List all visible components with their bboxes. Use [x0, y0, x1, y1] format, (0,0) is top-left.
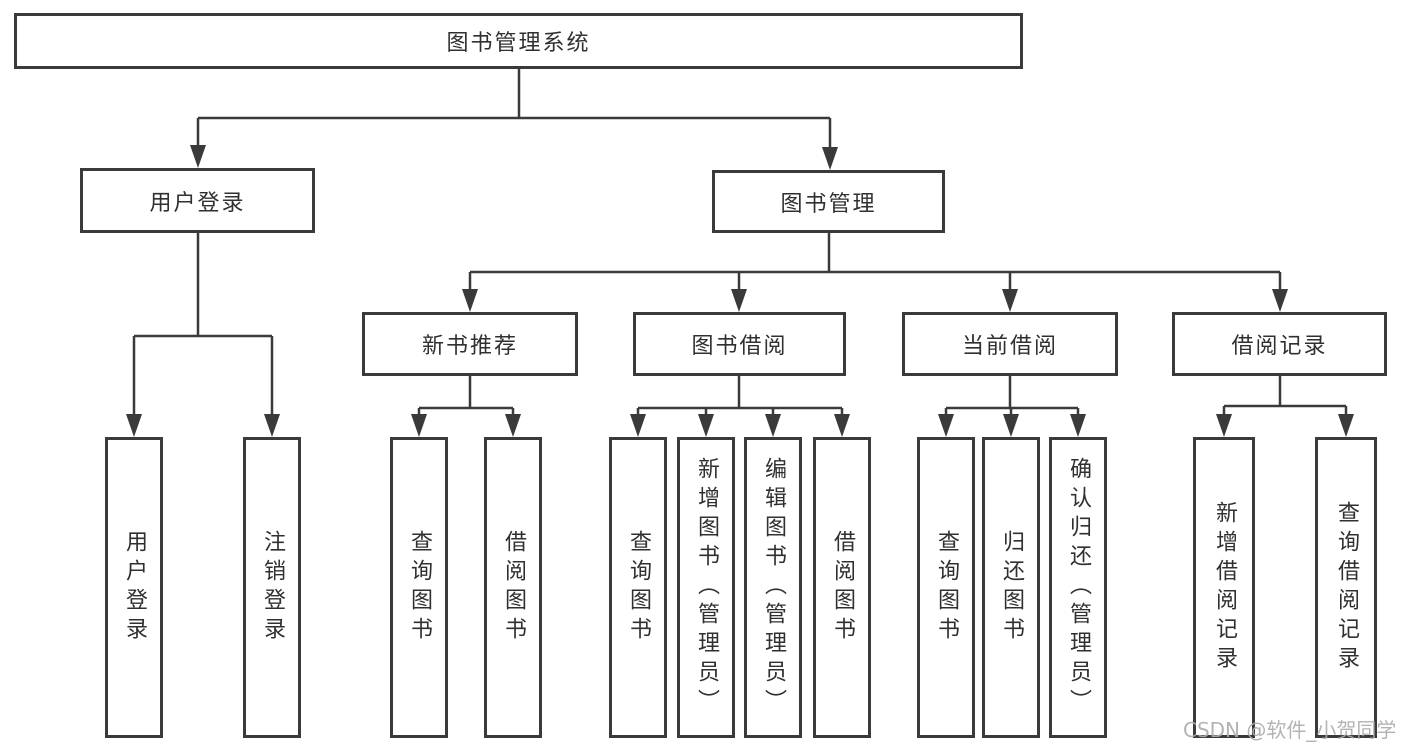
- connector-arrowhead: [411, 414, 427, 437]
- node-borrow-records: 借阅记录: [1172, 312, 1387, 376]
- leaf-borrowing-add-books-admin-label: 新增图书（管理员）: [694, 457, 719, 718]
- leaf-records-query-borrow-record: 查询借阅记录: [1315, 437, 1377, 738]
- connector-arrowhead: [462, 289, 478, 312]
- leaf-borrowing-edit-books-admin: 编辑图书（管理员）: [744, 437, 802, 738]
- leaf-current-return-books: 归还图书: [982, 437, 1040, 738]
- leaf-borrowing-query-books-label: 查询图书: [626, 529, 651, 646]
- leaf-logout: 注销登录: [243, 437, 301, 738]
- node-root: 图书管理系统: [14, 13, 1023, 69]
- leaf-borrowing-query-books: 查询图书: [609, 437, 667, 738]
- connector-arrowhead: [1272, 289, 1288, 312]
- leaf-records-query-borrow-record-label: 查询借阅记录: [1334, 500, 1359, 675]
- connector-arrowhead: [190, 145, 206, 168]
- connector-arrowhead: [765, 414, 781, 437]
- connector-arrowhead: [126, 414, 142, 437]
- connector-arrowhead: [698, 414, 714, 437]
- node-book-management-label: 图书管理: [780, 191, 877, 217]
- leaf-borrowing-edit-books-admin-label: 编辑图书（管理员）: [761, 457, 786, 718]
- leaf-newbooks-query-books-label: 查询图书: [407, 529, 432, 646]
- leaf-borrowing-add-books-admin: 新增图书（管理员）: [677, 437, 735, 738]
- connector-arrowhead: [1002, 289, 1018, 312]
- leaf-newbooks-borrow-books-label: 借阅图书: [501, 529, 526, 646]
- leaf-current-confirm-return-admin-label: 确认归还（管理员）: [1066, 457, 1091, 718]
- node-user-login: 用户登录: [80, 168, 315, 233]
- leaf-current-confirm-return-admin: 确认归还（管理员）: [1049, 437, 1107, 738]
- leaf-user-login-label: 用户登录: [122, 529, 147, 646]
- leaf-borrowing-borrow-books-label: 借阅图书: [830, 529, 855, 646]
- leaf-records-add-borrow-record-label: 新增借阅记录: [1212, 500, 1237, 675]
- connector-arrowhead: [938, 414, 954, 437]
- node-new-book-recommend: 新书推荐: [362, 312, 578, 376]
- connector-arrowhead: [1003, 414, 1019, 437]
- connector-arrowhead: [834, 414, 850, 437]
- node-user-login-label: 用户登录: [149, 190, 246, 216]
- connector-arrowhead: [264, 414, 280, 437]
- node-new-book-recommend-label: 新书推荐: [421, 334, 518, 359]
- node-current-borrowing-label: 当前借阅: [961, 334, 1058, 359]
- watermark: CSDN @软件_小贺同学: [1183, 718, 1397, 742]
- node-root-label: 图书管理系统: [446, 31, 591, 56]
- connector-arrowhead: [731, 289, 747, 312]
- leaf-user-login: 用户登录: [105, 437, 163, 738]
- connector-arrowhead: [630, 414, 646, 437]
- node-current-borrowing: 当前借阅: [902, 312, 1118, 376]
- connector-arrowhead: [505, 414, 521, 437]
- node-book-borrowing-label: 图书借阅: [691, 334, 788, 359]
- leaf-current-query-books: 查询图书: [917, 437, 975, 738]
- leaf-current-return-books-label: 归还图书: [999, 529, 1024, 646]
- connector-arrowhead: [1216, 414, 1232, 437]
- leaf-borrowing-borrow-books: 借阅图书: [813, 437, 871, 738]
- node-book-management: 图书管理: [712, 170, 945, 233]
- connector-arrowhead: [822, 147, 838, 170]
- node-book-borrowing: 图书借阅: [633, 312, 846, 376]
- leaf-logout-label: 注销登录: [260, 529, 285, 646]
- connector-arrowhead: [1070, 414, 1086, 437]
- leaf-newbooks-borrow-books: 借阅图书: [484, 437, 542, 738]
- connector-arrowhead: [1338, 414, 1354, 437]
- leaf-records-add-borrow-record: 新增借阅记录: [1193, 437, 1255, 738]
- node-borrow-records-label: 借阅记录: [1231, 334, 1328, 359]
- leaf-current-query-books-label: 查询图书: [934, 529, 959, 646]
- leaf-newbooks-query-books: 查询图书: [390, 437, 448, 738]
